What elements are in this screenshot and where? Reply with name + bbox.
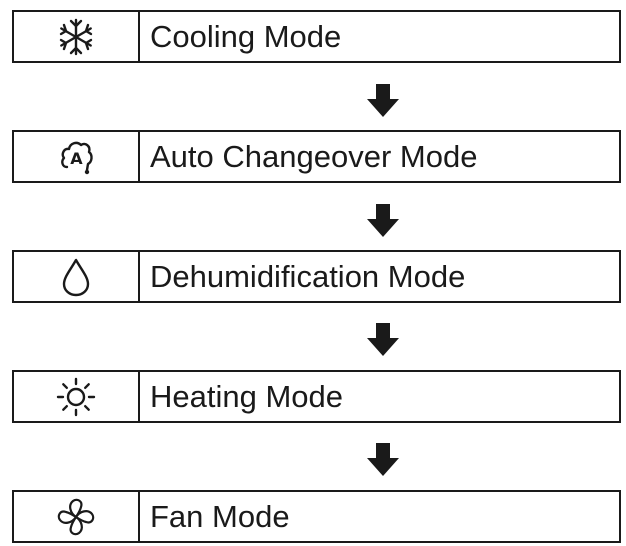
mode-box-dehumidification: Dehumidification Mode (12, 250, 621, 303)
mode-box-fan: Fan Mode (12, 490, 621, 543)
down-arrow-icon (366, 204, 400, 238)
fan-icon (57, 498, 95, 535)
mode-box-auto-changeover: A Auto Changeover Mode (12, 130, 621, 183)
water-drop-icon (62, 258, 90, 296)
icon-cell: A (14, 132, 140, 181)
auto-changeover-icon: A (61, 141, 93, 174)
mode-label: Fan Mode (150, 499, 290, 534)
mode-label: Cooling Mode (150, 19, 342, 54)
mode-label: Heating Mode (150, 379, 344, 414)
icon-cell (14, 492, 140, 541)
sun-icon (56, 377, 96, 416)
icon-cell (14, 372, 140, 421)
mode-box-cooling: Cooling Mode (12, 10, 621, 63)
icon-cell (14, 252, 140, 301)
mode-label: Dehumidification Mode (150, 259, 466, 294)
svg-text:A: A (70, 149, 83, 168)
mode-box-heating: Heating Mode (12, 370, 621, 423)
icon-cell (14, 12, 140, 61)
down-arrow-icon (366, 84, 400, 118)
down-arrow-icon (366, 443, 400, 477)
snowflake-icon (59, 18, 93, 55)
mode-label: Auto Changeover Mode (150, 139, 478, 174)
down-arrow-icon (366, 323, 400, 357)
